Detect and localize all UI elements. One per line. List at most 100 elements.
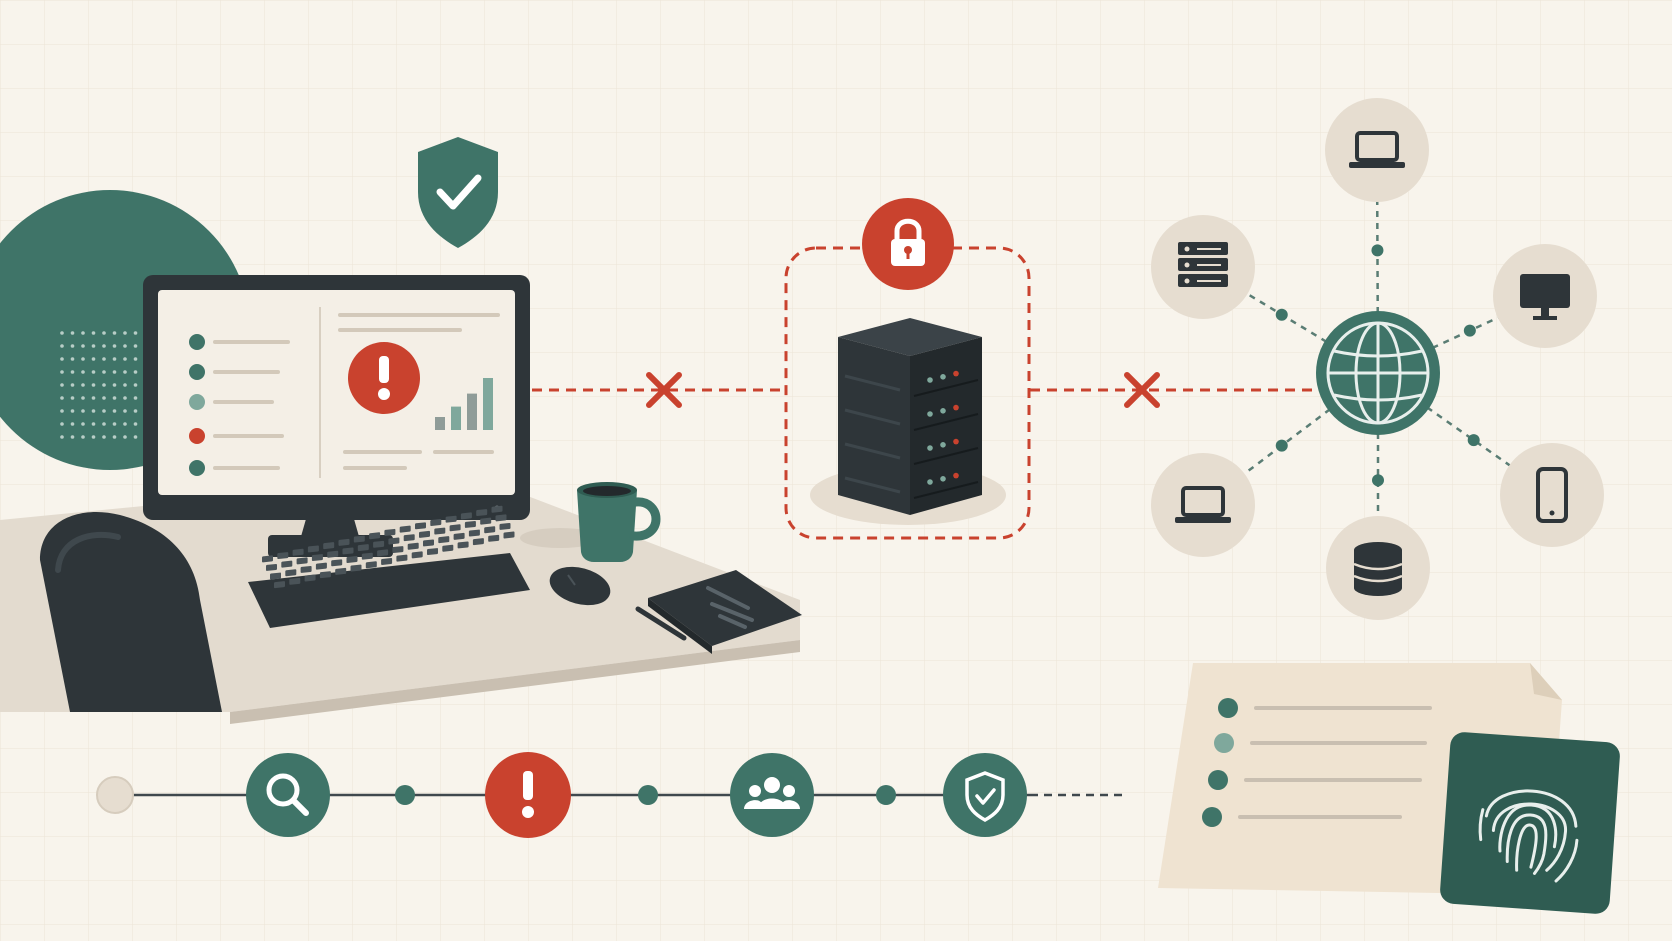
key: [476, 509, 488, 517]
status-led: [927, 377, 933, 383]
key: [307, 545, 319, 553]
key: [365, 561, 377, 569]
bar: [451, 406, 461, 430]
key: [396, 554, 408, 562]
key: [270, 572, 281, 580]
pattern-dot: [102, 409, 106, 413]
key: [415, 522, 426, 530]
pattern-dot: [112, 357, 117, 361]
pattern-dot: [81, 409, 85, 413]
pattern-dot: [102, 357, 106, 361]
key: [373, 540, 385, 548]
timeline-connector-dot: [638, 785, 658, 805]
pattern-dot: [133, 435, 138, 439]
pattern-dot: [123, 344, 127, 348]
database-icon: [1326, 516, 1430, 620]
lock-icon: [862, 198, 954, 290]
key: [292, 548, 304, 556]
pattern-dot: [91, 331, 96, 335]
pattern-dot: [70, 383, 75, 387]
keyboard-keys: [262, 505, 515, 589]
response-timeline: [96, 752, 1128, 838]
key: [399, 525, 411, 533]
key: [296, 557, 308, 565]
key: [460, 512, 472, 520]
status-led: [953, 404, 959, 411]
pattern-dot: [133, 331, 138, 335]
key: [434, 527, 446, 535]
key: [392, 546, 404, 554]
key: [388, 537, 400, 545]
pattern-dot: [70, 396, 75, 400]
start-dot-icon: [96, 776, 134, 814]
pattern-dot: [91, 370, 96, 374]
checklist: [189, 334, 290, 476]
key: [445, 515, 457, 523]
pattern-dot: [112, 344, 117, 348]
desktop-monitor: [143, 275, 530, 557]
pattern-dot: [123, 409, 127, 413]
key: [407, 542, 419, 550]
status-led: [927, 411, 933, 417]
pattern-dot: [91, 396, 96, 400]
pattern-dot: [133, 383, 138, 387]
pattern-dot: [70, 409, 75, 413]
globe-icon: [1316, 311, 1440, 435]
fingerprint-icon: [1440, 732, 1620, 914]
pattern-dot: [112, 409, 117, 413]
pattern-dot: [81, 357, 85, 361]
users-icon: [730, 753, 814, 837]
key: [488, 534, 500, 542]
pattern-dot: [60, 409, 64, 413]
network-nodes: [1151, 98, 1604, 620]
status-led: [940, 442, 946, 448]
pattern-dot: [102, 383, 106, 387]
pattern-dot: [60, 357, 64, 361]
timeline-connector-dot: [395, 785, 415, 805]
pattern-dot: [133, 370, 138, 374]
pattern-dot: [70, 344, 75, 348]
pattern-dot: [91, 435, 96, 439]
key: [319, 571, 331, 579]
monitor-icon: [1493, 244, 1597, 348]
smartphone-icon: [1500, 443, 1604, 547]
search-icon: [246, 753, 330, 837]
shield-check-icon: [943, 753, 1027, 837]
vent-line: [844, 476, 901, 494]
key: [331, 559, 343, 567]
x-mark-icon: [646, 372, 682, 408]
key: [457, 541, 469, 549]
pattern-dot: [91, 422, 96, 426]
pattern-dot: [133, 409, 138, 413]
server-rack-icon: [1151, 215, 1255, 319]
key: [453, 532, 465, 540]
key: [419, 530, 430, 538]
status-led: [927, 479, 933, 485]
pattern-dot: [60, 396, 64, 400]
key: [274, 581, 285, 589]
key: [472, 538, 484, 546]
key: [430, 519, 442, 526]
pattern-dot: [70, 422, 75, 426]
bar-chart: [435, 378, 493, 430]
key: [311, 554, 323, 562]
link-dot: [1463, 324, 1476, 337]
key: [262, 555, 273, 563]
pattern-dot: [102, 370, 106, 374]
pattern-dot: [91, 344, 96, 348]
key: [346, 556, 358, 563]
pattern-dot: [102, 344, 106, 348]
server-status-lights: [844, 370, 979, 499]
pattern-dot: [123, 422, 127, 426]
pattern-dot: [112, 396, 117, 400]
key: [369, 532, 381, 540]
bar: [435, 417, 445, 430]
key: [480, 517, 492, 525]
pattern-dot: [123, 435, 127, 439]
key: [277, 552, 289, 560]
pattern-dot: [112, 370, 117, 374]
key: [427, 548, 438, 556]
key: [357, 544, 369, 552]
key: [338, 538, 350, 546]
